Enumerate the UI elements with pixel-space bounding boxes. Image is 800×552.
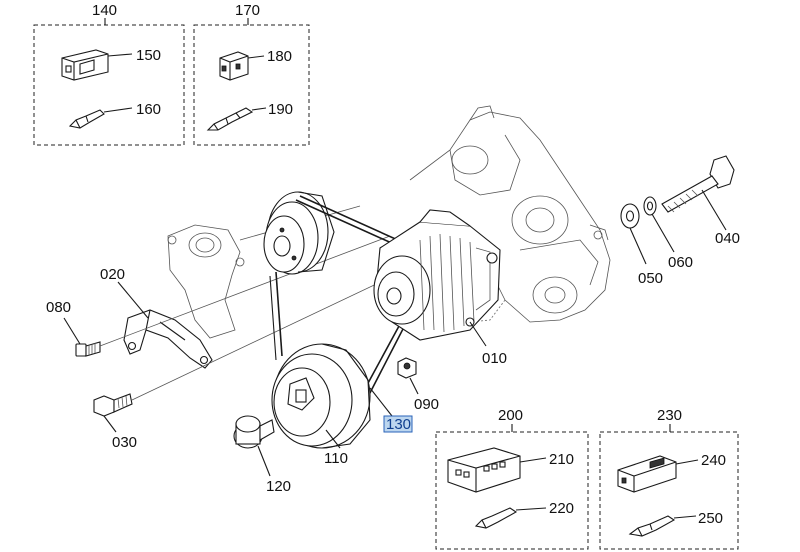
callout-210[interactable]: 210 [549, 451, 574, 468]
kit-box-170-frame [193, 24, 310, 146]
callout-180[interactable]: 180 [267, 48, 292, 65]
callout-130[interactable]: 130 [386, 416, 411, 433]
selected-part-box [383, 415, 413, 433]
kit-box-200: 200 210 220 [435, 407, 589, 550]
callout-250[interactable]: 250 [698, 510, 723, 527]
bolt-030 [93, 393, 133, 417]
callout-200[interactable]: 200 [498, 407, 523, 424]
flat-washer-050 [620, 203, 640, 229]
kit-box-140: 140 150 160 [33, 2, 185, 146]
callout-190[interactable]: 190 [268, 101, 293, 118]
callout-080[interactable]: 080 [46, 299, 71, 316]
callout-170[interactable]: 170 [235, 2, 260, 19]
callout-020[interactable]: 020 [100, 266, 125, 283]
connector-housing-180 [219, 51, 249, 81]
callout-010[interactable]: 010 [482, 350, 507, 367]
kit-box-230: 230 240 250 [599, 407, 739, 550]
callout-110[interactable]: 110 [324, 450, 348, 467]
callout-050[interactable]: 050 [638, 270, 663, 287]
pulley-bolt-120 [233, 415, 275, 449]
connector-housing-210 [447, 447, 521, 493]
kit-box-230-frame [599, 431, 739, 550]
terminal-160 [68, 109, 105, 129]
callout-230[interactable]: 230 [657, 407, 682, 424]
callout-140[interactable]: 140 [92, 2, 117, 19]
water-flange [167, 224, 245, 339]
kit-box-140-frame [33, 24, 185, 146]
crank-pulley-110 [271, 343, 371, 449]
callout-060[interactable]: 060 [668, 254, 693, 271]
engine-block-outline [409, 105, 611, 323]
kit-box-200-frame [435, 431, 589, 550]
spring-washer-060 [643, 196, 657, 216]
callout-220[interactable]: 220 [549, 500, 574, 517]
connector-housing-240 [617, 455, 677, 493]
connector-housing-150 [61, 49, 109, 81]
alternator-010 [373, 209, 501, 341]
callout-130-highlight[interactable]: 130 [383, 415, 413, 433]
nut-090 [397, 357, 417, 379]
callout-030[interactable]: 030 [112, 434, 137, 451]
callout-240[interactable]: 240 [701, 452, 726, 469]
callout-040[interactable]: 040 [715, 230, 740, 247]
callout-150[interactable]: 150 [136, 47, 161, 64]
callout-120[interactable]: 120 [266, 478, 291, 495]
terminal-190 [206, 107, 254, 131]
terminal-250 [628, 515, 676, 537]
callout-090[interactable]: 090 [414, 396, 439, 413]
kit-box-170: 170 180 190 [193, 2, 310, 146]
terminal-220 [474, 507, 518, 529]
bolt-080 [75, 341, 101, 357]
fan-pulley [263, 191, 335, 275]
long-bolt-040 [661, 155, 735, 213]
callout-160[interactable]: 160 [136, 101, 161, 118]
alternator-bracket-020 [123, 309, 213, 369]
